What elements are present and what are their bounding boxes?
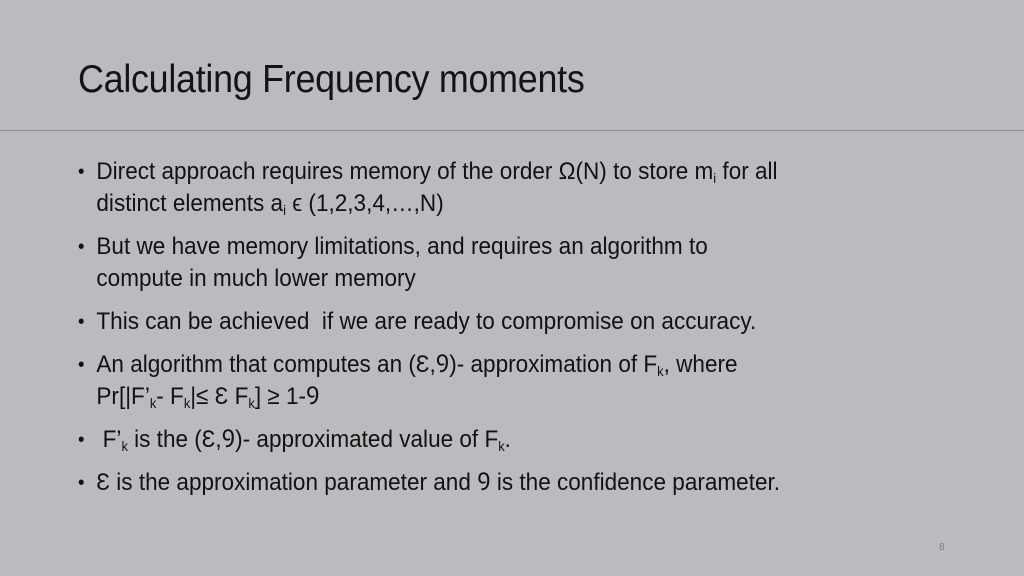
bullet-line: distinct elements ai ϵ (1,2,3,4,…,N) — [96, 188, 906, 220]
bullet-icon: • — [78, 429, 85, 451]
subscript: k — [121, 438, 128, 454]
subscript: k — [149, 395, 157, 411]
bullet-item: • This can be achieved if we are ready t… — [78, 306, 906, 338]
bullet-text: Ɛ is the approximation parameter and Ꝯ i… — [96, 469, 781, 496]
slide-title: Calculating Frequency moments — [78, 58, 585, 101]
bullet-text: is the (Ɛ,Ꝯ)- approximated value of F — [127, 426, 499, 453]
bullet-text: . — [504, 426, 511, 453]
bullet-text: But we have memory limitations, and requ… — [96, 233, 708, 260]
bullet-line: Direct approach requires memory of the o… — [96, 156, 906, 188]
bullet-icon: • — [78, 161, 85, 183]
bullet-text: distinct elements a — [96, 190, 284, 217]
bullet-item: • But we have memory limitations, and re… — [78, 231, 906, 295]
bullet-item: • An algorithm that computes an (Ɛ,Ꝯ)- a… — [78, 349, 906, 413]
bullet-icon: • — [78, 472, 85, 494]
bullet-text: ϵ (1,2,3,4,…,N) — [285, 190, 444, 217]
bullet-text: Pr[|F’ — [96, 383, 150, 410]
bullet-text: , where — [663, 351, 738, 378]
subscript: i — [713, 170, 717, 186]
bullet-text: An algorithm that computes an (Ɛ,Ꝯ)- app… — [96, 351, 658, 378]
subscript: k — [657, 363, 664, 379]
subscript: i — [283, 202, 286, 218]
bullet-line: F’k is the (Ɛ,Ꝯ)- approximated value of … — [96, 424, 906, 456]
bullet-text: This can be achieved if we are ready to … — [96, 308, 757, 335]
bullet-text: F’ — [96, 426, 122, 453]
bullet-line: Pr[|F’k- Fk|≤ Ɛ Fk] ≥ 1-Ꝯ — [96, 381, 906, 413]
subscript: k — [183, 395, 191, 411]
bullet-line: But we have memory limitations, and requ… — [96, 231, 906, 263]
subscript: k — [248, 395, 255, 411]
bullet-text: |≤ Ɛ F — [190, 383, 249, 410]
bullet-item: • Ɛ is the approximation parameter and Ꝯ… — [78, 467, 906, 499]
bullet-line: An algorithm that computes an (Ɛ,Ꝯ)- app… — [96, 349, 906, 381]
bullet-text: for all — [716, 158, 778, 185]
subscript: k — [498, 438, 505, 454]
bullet-text: - F — [156, 383, 184, 410]
bullet-text: Direct approach requires memory of the o… — [96, 158, 714, 185]
bullet-icon: • — [78, 311, 85, 333]
bullet-text: ] ≥ 1-Ꝯ — [254, 383, 320, 410]
title-divider — [0, 130, 1024, 131]
bullet-list: • Direct approach requires memory of the… — [78, 156, 978, 510]
bullet-icon: • — [78, 236, 85, 258]
bullet-line: compute in much lower memory — [96, 263, 906, 295]
bullet-icon: • — [78, 354, 85, 376]
bullet-line: This can be achieved if we are ready to … — [96, 306, 906, 338]
bullet-text: compute in much lower memory — [96, 265, 416, 292]
page-number: 8 — [939, 542, 945, 553]
bullet-item: • Direct approach requires memory of the… — [78, 156, 906, 220]
bullet-item: • F’k is the (Ɛ,Ꝯ)- approximated value o… — [78, 424, 906, 456]
bullet-line: Ɛ is the approximation parameter and Ꝯ i… — [96, 467, 906, 499]
